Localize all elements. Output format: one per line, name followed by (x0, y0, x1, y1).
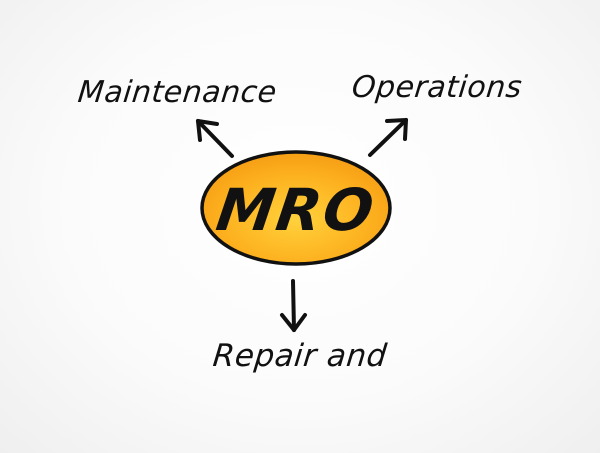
branch-label-maintenance: Maintenance (76, 75, 279, 110)
center-oval (200, 150, 392, 266)
branch-label-repair: Repair and (211, 338, 389, 374)
arrow-to-maintenance (196, 119, 234, 158)
arrow-to-repair (280, 279, 307, 332)
arrow-to-operations (368, 118, 408, 157)
branch-label-operations: Operations (350, 70, 524, 105)
center-label: MRO (212, 176, 380, 244)
